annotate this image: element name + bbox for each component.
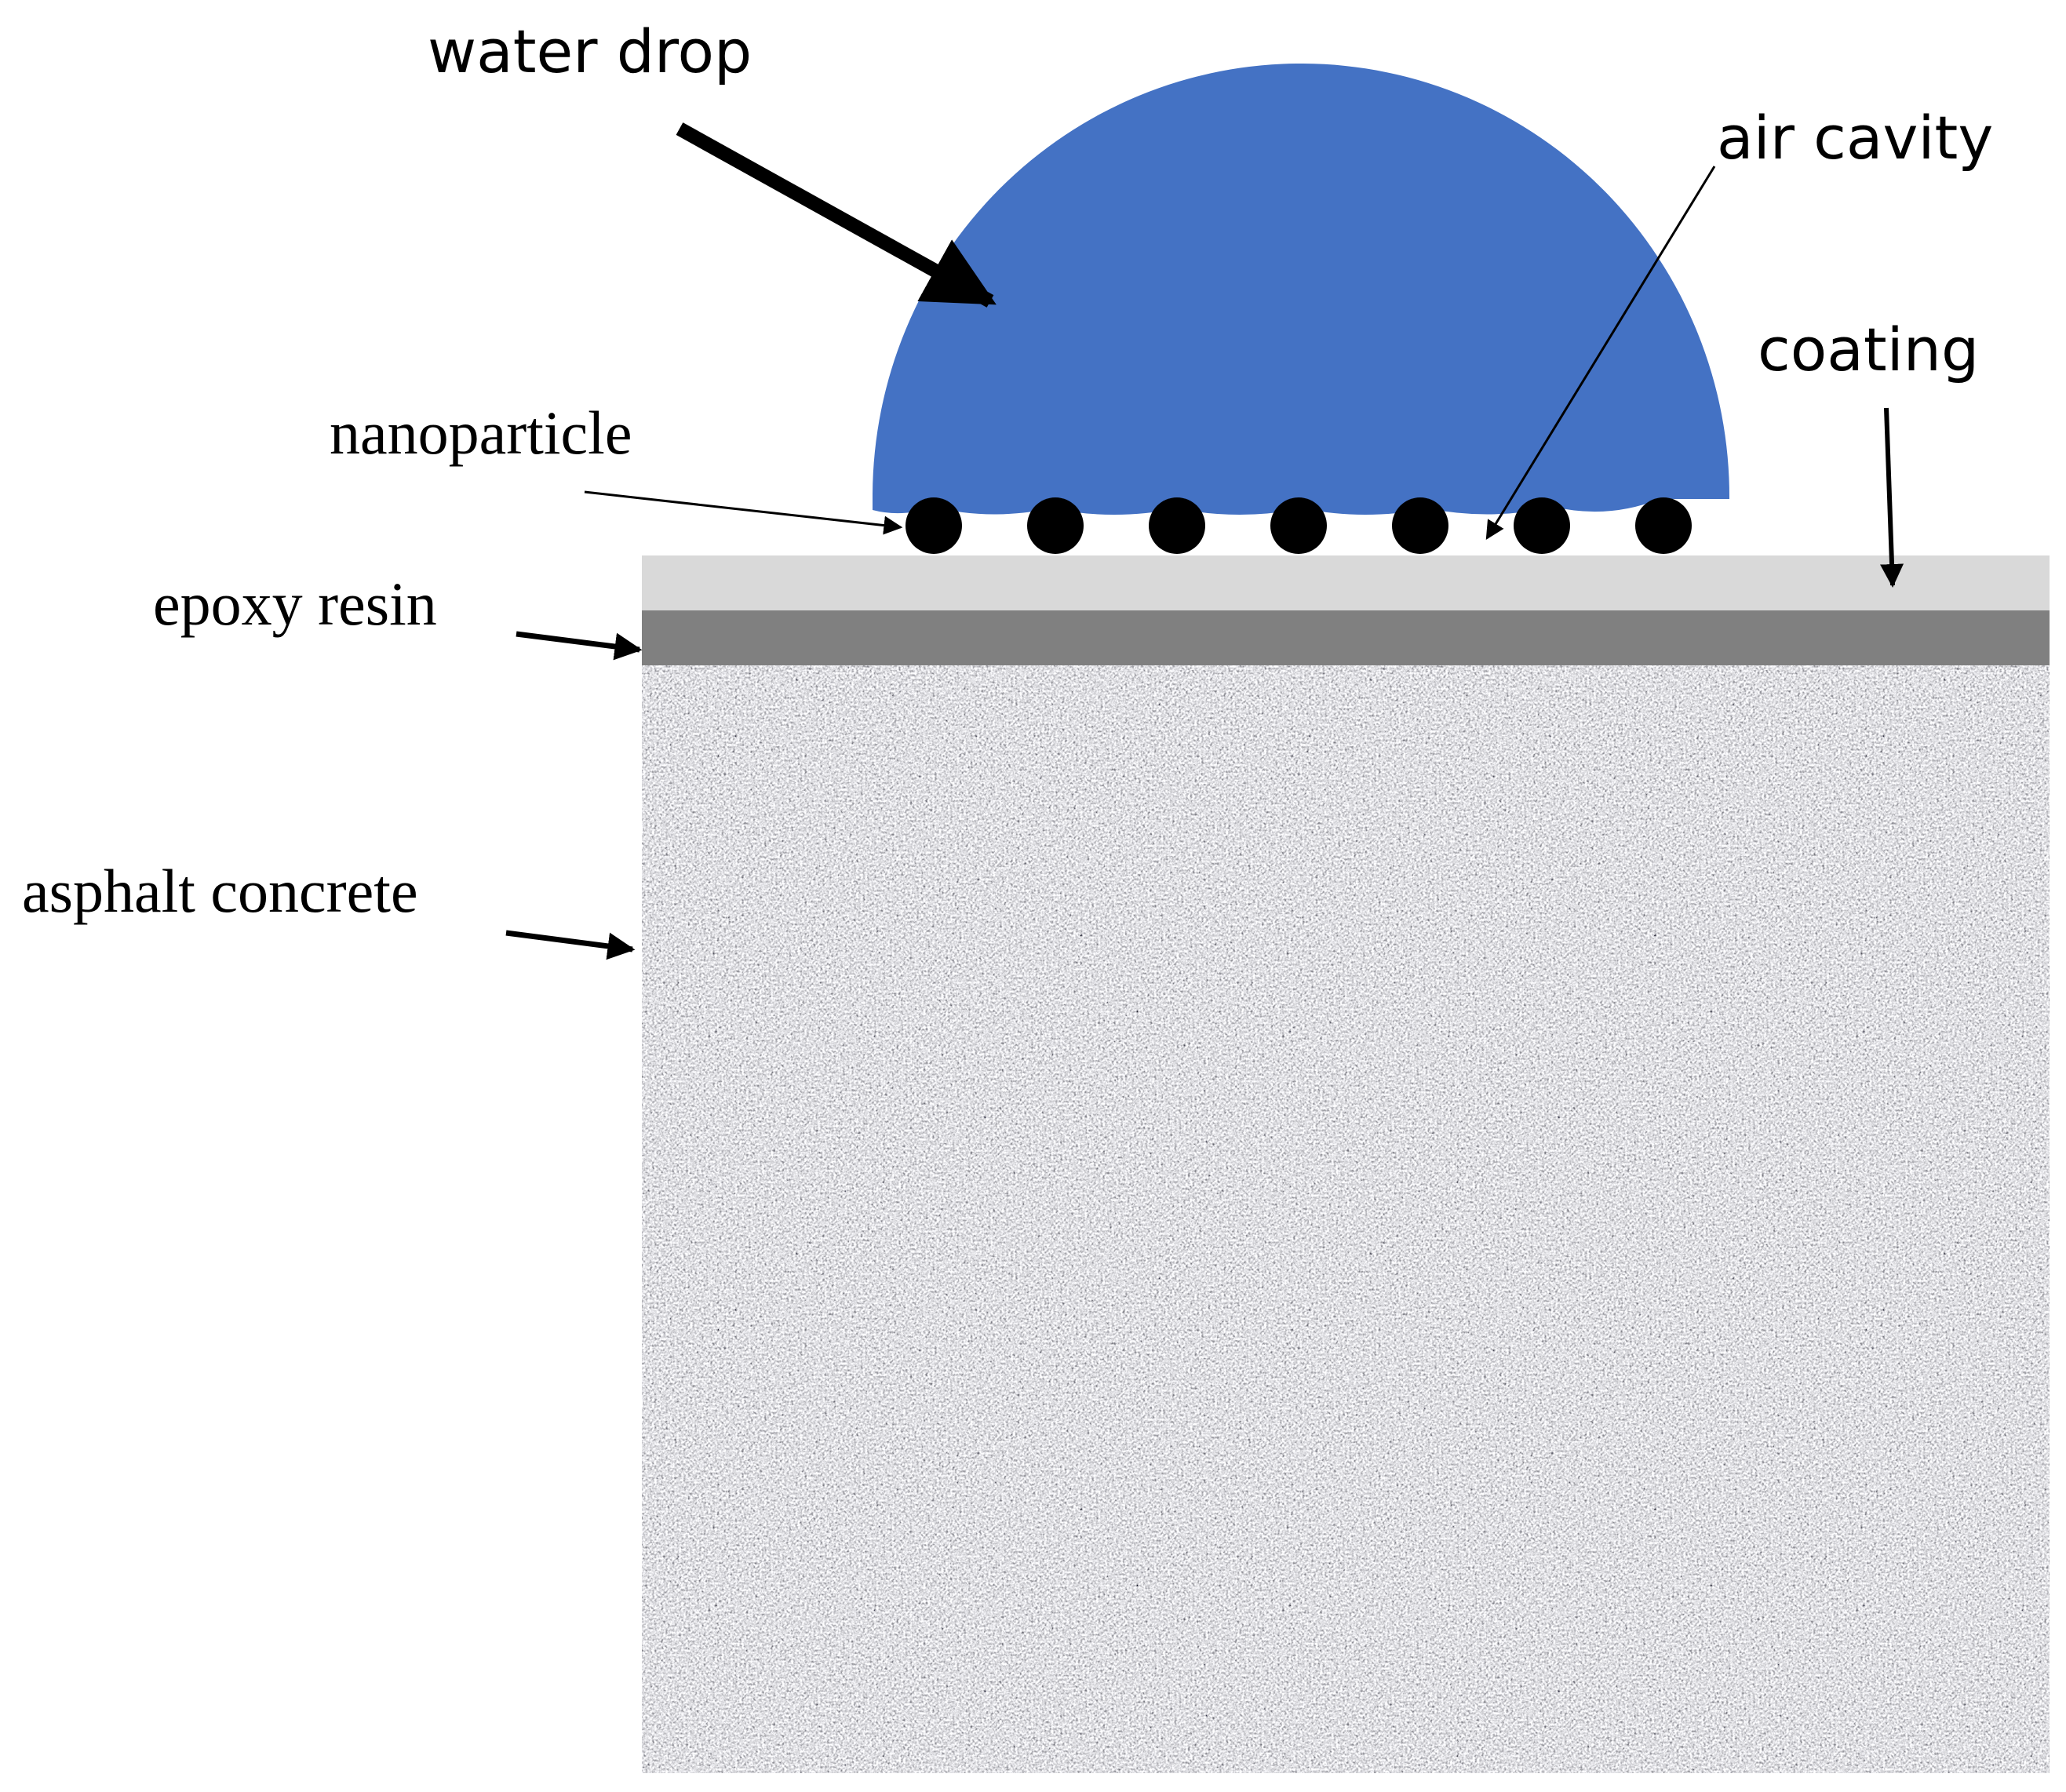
water-drop-arrow bbox=[680, 129, 990, 301]
asphalt-concrete-label: asphalt concrete bbox=[22, 857, 418, 925]
nanoparticle bbox=[905, 497, 962, 554]
nanoparticle bbox=[1027, 497, 1084, 554]
air-cavity-label: air cavity bbox=[1717, 103, 1993, 173]
coating-label: coating bbox=[1758, 315, 1979, 384]
water-drop-label: water drop bbox=[428, 16, 752, 86]
nanoparticle bbox=[1635, 497, 1692, 554]
water-drop bbox=[873, 64, 1729, 515]
nanoparticle-label: nanoparticle bbox=[330, 399, 632, 467]
epoxy-resin-layer bbox=[642, 610, 2050, 665]
epoxy-resin-arrow bbox=[516, 634, 639, 650]
nanoparticle bbox=[1392, 497, 1448, 554]
nanoparticle bbox=[1514, 497, 1570, 554]
asphalt-concrete-arrow bbox=[506, 933, 632, 949]
nanoparticle-arrow bbox=[585, 492, 901, 527]
asphalt-concrete-layer bbox=[642, 665, 2050, 1773]
coating-layer bbox=[642, 555, 2050, 610]
nanoparticle bbox=[1149, 497, 1205, 554]
nanoparticle bbox=[1270, 497, 1327, 554]
epoxy-resin-label: epoxy resin bbox=[153, 570, 437, 638]
